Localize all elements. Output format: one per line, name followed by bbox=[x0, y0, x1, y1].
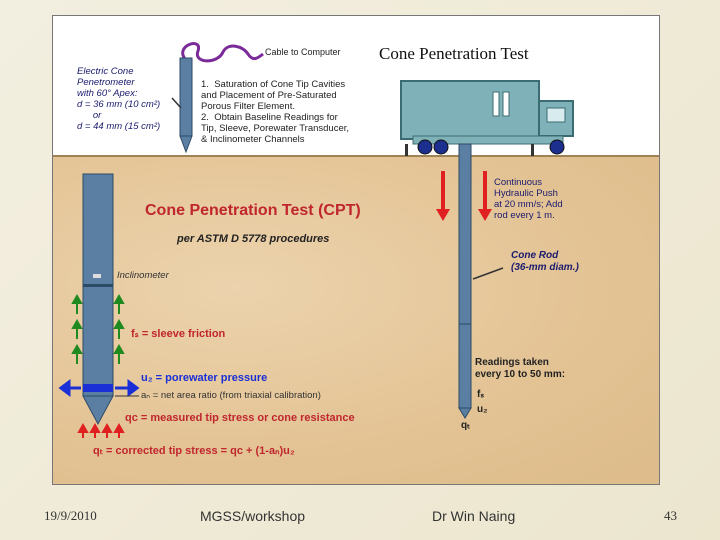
fs-label: fₛ bbox=[477, 389, 485, 400]
cable-label: Cable to Computer bbox=[265, 47, 341, 57]
small-cone-tip bbox=[179, 135, 193, 154]
u2-label: u₂ bbox=[477, 404, 488, 415]
push-label: Continuous Hydraulic Push at 20 mm/s; Ad… bbox=[494, 177, 563, 221]
porewater-label: u₂ = porewater pressure bbox=[141, 372, 268, 384]
tip-stress-label: qᴄ = measured tip stress or cone resista… bbox=[125, 412, 355, 424]
sleeve-arrows bbox=[71, 293, 125, 364]
cone-rod-right bbox=[458, 143, 472, 409]
rod-pointer bbox=[472, 267, 504, 280]
area-ratio-label: aₙ = net area ratio (from triaxial calib… bbox=[141, 390, 321, 401]
footer-event: MGSS/workshop bbox=[200, 508, 306, 524]
setup-steps: 1. Saturation of Cone Tip Cavities and P… bbox=[201, 79, 350, 145]
penetrometer-label: Electric Cone Penetrometer with 60° Apex… bbox=[77, 66, 161, 132]
filter-element bbox=[83, 384, 113, 392]
astm-standard: per ASTM D 5778 procedures bbox=[177, 233, 330, 245]
penetrometer-pointer bbox=[171, 97, 182, 109]
cone-tip-right bbox=[458, 407, 472, 419]
readings-label: Readings taken every 10 to 50 mm: bbox=[475, 357, 566, 380]
footer-page-number: 43 bbox=[664, 508, 677, 523]
soil-background bbox=[53, 156, 659, 484]
large-cone-tip bbox=[82, 395, 114, 426]
inclinometer-mark bbox=[93, 274, 101, 278]
cpt-diagram: Cone Penetration Test Cable to Computer … bbox=[52, 15, 660, 485]
footer-author: Dr Win Naing bbox=[432, 508, 516, 524]
small-penetrometer bbox=[179, 57, 193, 137]
inclinometer-label: Inclinometer bbox=[117, 270, 169, 281]
rod-label: Cone Rod (36-mm diam.) bbox=[511, 250, 579, 273]
cpt-heading: Cone Penetration Test (CPT) bbox=[145, 202, 361, 219]
qt-label: qₜ bbox=[461, 420, 471, 431]
footer-date: 19/9/2010 bbox=[44, 508, 97, 523]
figure-title: Cone Penetration Test bbox=[379, 44, 529, 63]
porewater-arrows bbox=[58, 379, 140, 397]
cable-icon bbox=[181, 42, 264, 63]
sleeve-friction-label: fₛ = sleeve friction bbox=[131, 328, 226, 340]
tip-arrows bbox=[77, 422, 125, 438]
corrected-stress-label: qₜ = corrected tip stress = qᴄ + (1-aₙ)u… bbox=[93, 445, 295, 457]
ground-surface bbox=[53, 155, 659, 157]
diagram-graphics bbox=[58, 42, 574, 438]
cpt-truck-icon bbox=[400, 80, 574, 156]
